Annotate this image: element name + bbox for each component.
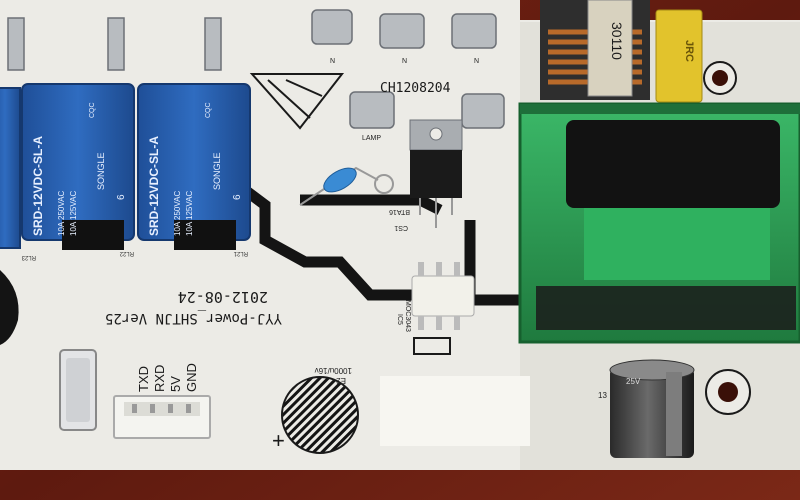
cap-label: 13 — [598, 391, 607, 400]
relay-3-rating-2: 10A 125VAC — [185, 191, 194, 236]
header-connector — [113, 395, 211, 439]
opto-part: MOC3043 — [404, 300, 411, 332]
inductor-label: 30110 — [609, 22, 625, 60]
warning-triangle-icon — [249, 73, 345, 130]
spade-terminals — [7, 9, 505, 129]
relay-2-rating-1: 10A 250VAC — [57, 191, 66, 236]
n-label-1: N — [330, 58, 335, 65]
relay-3-brand: SONGLE — [212, 152, 222, 190]
n-label-3: N — [474, 58, 479, 65]
relay-3-model: SRD-12VDC-SL-A — [147, 136, 161, 236]
relay-2-cert: CQC — [89, 102, 96, 118]
header-pin-txd: TXD — [136, 366, 151, 392]
relay-3-pins: 6 — [232, 194, 243, 200]
opto-label: IC5 — [396, 314, 403, 325]
relay-2-rating-2: 10A 125VAC — [69, 191, 78, 236]
relay-2-brand: SONGLE — [96, 152, 106, 190]
opto-footprint — [413, 337, 451, 355]
mounting-holes — [703, 61, 751, 415]
cap-e2-label: E2 — [336, 376, 346, 385]
cap-e2-polarity: + — [272, 428, 285, 453]
electrolytic-capacitor — [609, 359, 695, 458]
x-capacitor — [655, 9, 703, 103]
relay-2-model: SRD-12VDC-SL-A — [31, 136, 45, 236]
triac-ref: CS1 — [394, 224, 408, 231]
silkscreen-title: YYJ-Power_SHTJN Ver25 — [105, 310, 282, 326]
relay-1 — [0, 87, 21, 249]
n-label-2: N — [402, 58, 407, 65]
lamp-label: LAMP — [362, 135, 381, 142]
relay-ref-rl22: RL22 — [119, 250, 134, 256]
relay-3: SRD-12VDC-SL-A 10A 250VAC 10A 125VAC SON… — [137, 83, 251, 250]
edge-component — [0, 270, 19, 345]
triac-label: BTA16 — [389, 208, 410, 215]
relay-2: SRD-12VDC-SL-A 10A 250VAC 10A 125VAC SON… — [21, 83, 135, 250]
capacitor-footprint-e2 — [281, 376, 359, 454]
silkscreen-date: 2012-08-24 — [178, 288, 268, 306]
header-pin-gnd: GND — [184, 363, 199, 392]
header-pin-5v: 5V — [168, 376, 183, 392]
inductor — [540, 0, 650, 100]
relay-group: SRD-12VDC-SL-A 10A 250VAC 10A 125VAC SON… — [0, 83, 251, 250]
relay-ref-rl21: RL21 — [233, 250, 248, 256]
relay-2-pins: 6 — [116, 194, 127, 200]
board-model-code: CH1208204 — [380, 81, 451, 96]
relay-3-rating-1: 10A 250VAC — [173, 191, 182, 236]
cap-e2-rating: 1000u/16v — [315, 366, 352, 375]
crystal-oscillator — [59, 349, 97, 431]
header-pin-rxd: RXD — [152, 365, 167, 392]
blue-resistor — [299, 166, 394, 206]
sticker-residue — [380, 376, 530, 446]
relay-ref-rl23: RL23 — [21, 254, 36, 260]
cap-rating: 25V — [626, 377, 641, 386]
optocoupler-moc3043 — [411, 262, 475, 330]
x-capacitor-brand: JRC — [683, 40, 695, 62]
relay-3-cert: CQC — [205, 102, 212, 118]
triac-bta16 — [409, 119, 463, 228]
transformer — [518, 102, 800, 344]
